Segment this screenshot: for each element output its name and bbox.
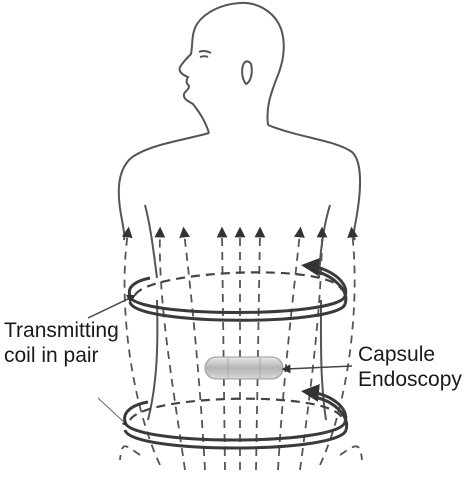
transmitting-coil-label: Transmitting coil in pair — [4, 318, 119, 368]
capsule-label-line1: Capsule — [358, 343, 436, 366]
capsule-label-line2: Endoscopy — [358, 368, 462, 391]
label-pointers — [87, 294, 353, 427]
lower-transmitting-coil — [123, 383, 349, 450]
transmitting-coil-label-line2: coil in pair — [4, 344, 99, 367]
upper-transmitting-coil — [127, 257, 348, 322]
capsule-endoscopy-label: Capsule Endoscopy — [358, 342, 462, 392]
transmitting-coil-label-line1: Transmitting — [4, 319, 119, 342]
capsule-endoscope — [204, 356, 284, 380]
human-head — [178, 1, 285, 134]
